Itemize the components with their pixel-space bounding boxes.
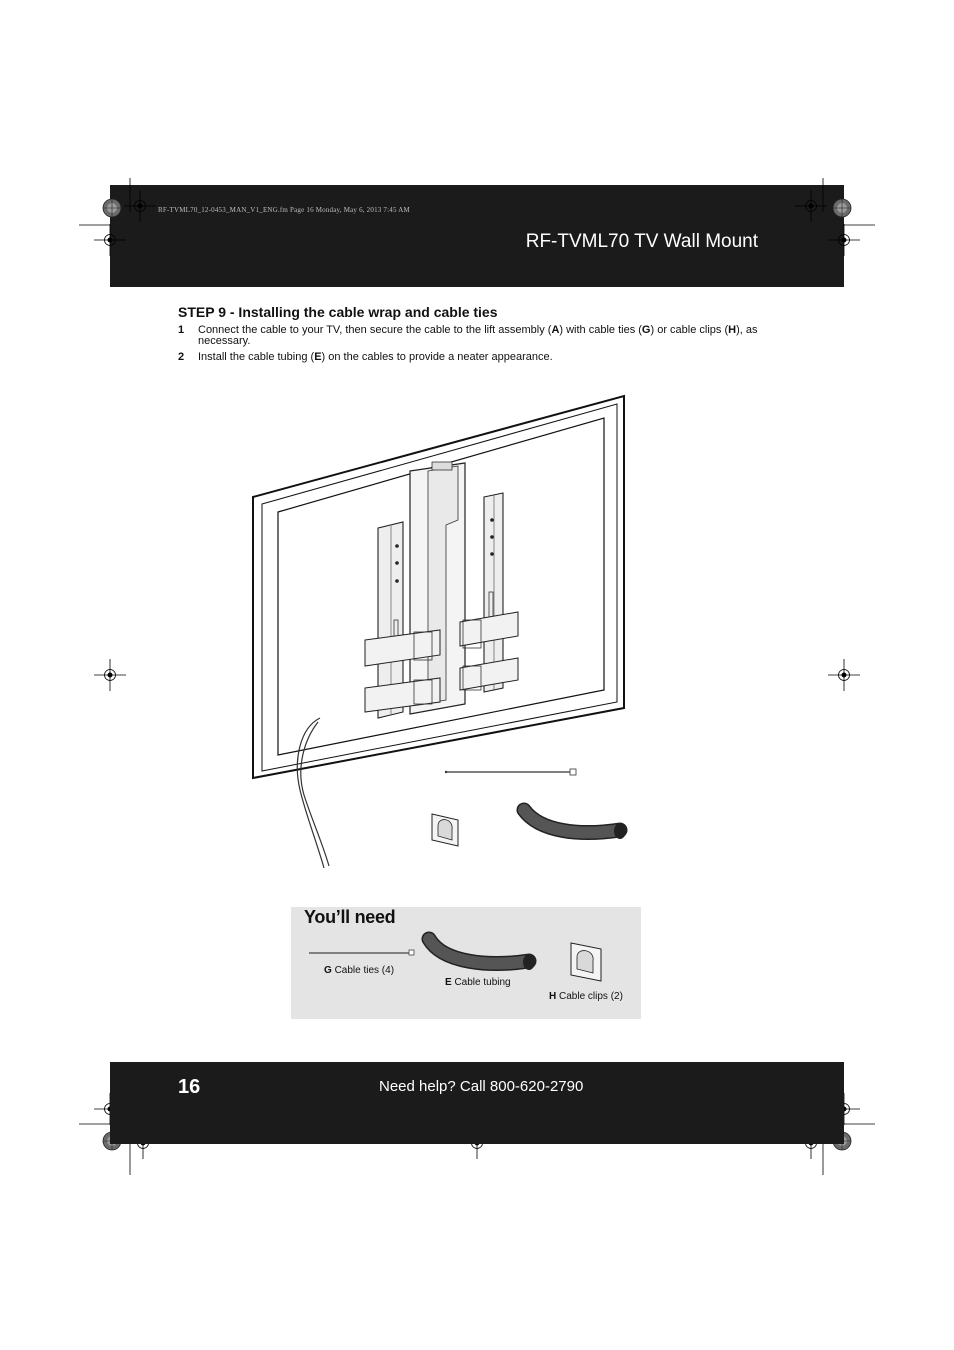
cable-tubing-icon — [421, 931, 537, 971]
step-text: Install the cable tubing (E) on the cabl… — [198, 351, 553, 363]
print-slug: RF-TVML70_12-0453_MAN_V1_ENG.fm Page 16 … — [158, 206, 410, 214]
step-title: STEP 9 - Installing the cable wrap and c… — [178, 304, 498, 320]
step-number: 2 — [178, 351, 185, 363]
step-item-1: 1 Connect the cable to your TV, then sec… — [178, 325, 758, 347]
you-need-item-g: G Cable ties (4) — [324, 965, 395, 976]
help-line: Need help? Call 800-620-2790 — [379, 1078, 584, 1095]
footer-bar — [110, 1062, 844, 1144]
page-number: 16 — [178, 1076, 201, 1098]
step-number: 1 — [178, 324, 185, 336]
header-bar — [110, 185, 844, 287]
you-need-title: You’ll need — [304, 907, 396, 927]
you-need-panel: You’ll need G Cable ties (4) E Cable tub… — [291, 907, 641, 1019]
document-title: RF-TVML70 TV Wall Mount — [525, 231, 758, 252]
cable-clip-icon — [570, 942, 602, 982]
step-text: Connect the cable to your TV, then secur… — [198, 324, 758, 347]
cable-tie-icon — [309, 949, 415, 956]
you-need-item-e: E Cable tubing — [445, 977, 511, 988]
step-item-2: 2 Install the cable tubing (E) on the ca… — [178, 352, 758, 363]
you-need-item-h: H Cable clips (2) — [549, 991, 623, 1002]
